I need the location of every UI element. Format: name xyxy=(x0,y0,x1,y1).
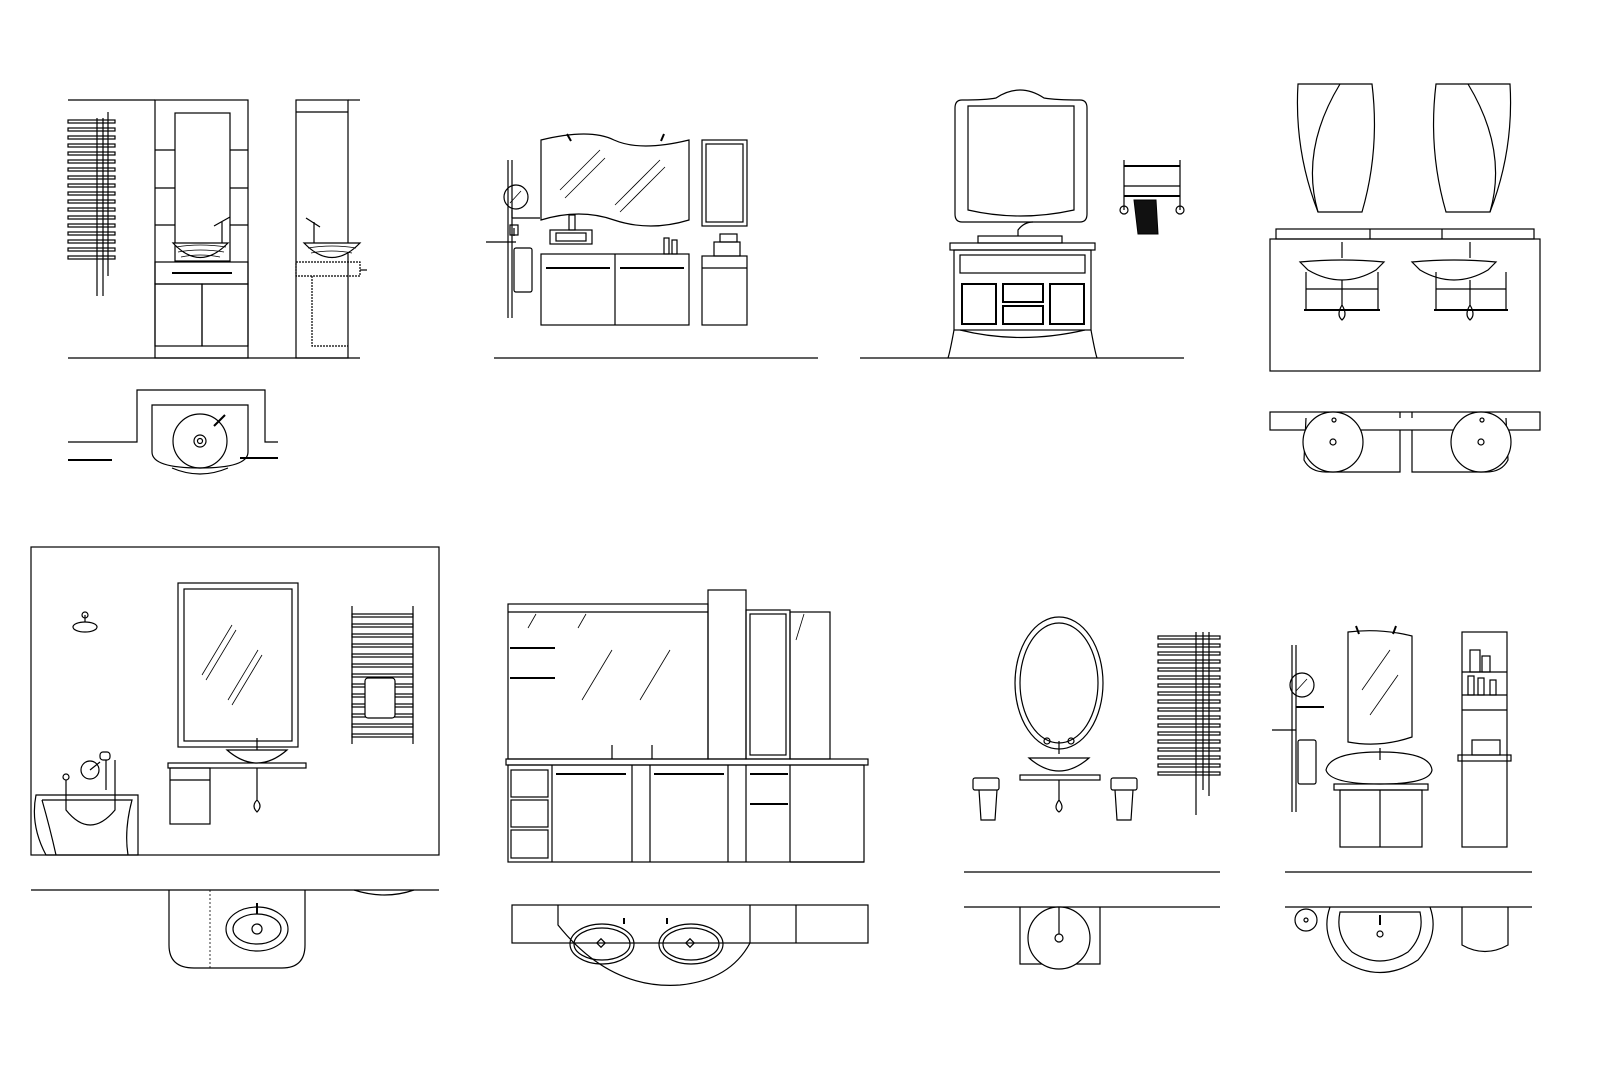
plan-view xyxy=(1269,411,1541,473)
towel-radiator-icon xyxy=(67,112,116,296)
wall-cabinet-icon xyxy=(701,139,748,227)
radiator-rung xyxy=(67,143,116,148)
radiator-rung xyxy=(351,643,414,648)
radiator-rung xyxy=(67,207,116,212)
radiator-rung xyxy=(67,215,116,220)
plan-view xyxy=(1294,906,1509,974)
radiator-rung xyxy=(67,255,116,260)
vessel-sink-icon xyxy=(1019,737,1101,813)
wave-mirror-icon xyxy=(1347,625,1413,745)
towel-icon xyxy=(509,224,533,293)
radiator-rung xyxy=(351,733,414,738)
wave-mirror-icon xyxy=(540,133,690,227)
oval-mirror-icon xyxy=(1014,616,1104,750)
towel-holder-icon xyxy=(972,777,1138,821)
radiator-rung xyxy=(1157,643,1221,648)
radiator-rung xyxy=(1157,635,1221,640)
oval-mirror-icon xyxy=(1296,83,1512,213)
radiator-rung xyxy=(1157,731,1221,736)
radiator-rung xyxy=(67,127,116,132)
radiator-rung xyxy=(351,633,414,638)
radiator-rung xyxy=(351,663,414,668)
radiator-rung xyxy=(1157,739,1221,744)
radiator-rung xyxy=(67,119,116,124)
radiator-rung xyxy=(1157,667,1221,672)
radiator-rung xyxy=(1157,675,1221,680)
radiator-rung xyxy=(67,167,116,172)
radiator-rung xyxy=(1157,659,1221,664)
radiator-rung xyxy=(67,151,116,156)
radiator-rung xyxy=(1157,723,1221,728)
towel-radiator-icon xyxy=(351,606,414,744)
classic-vanity-icon xyxy=(947,221,1098,359)
radiator-rung xyxy=(67,183,116,188)
panel-6 xyxy=(505,589,869,986)
vanity-column-icon xyxy=(154,99,249,359)
radiator-rung xyxy=(1157,699,1221,704)
panel-2 xyxy=(486,133,818,359)
radiator-rung xyxy=(351,623,414,628)
radiator-rung xyxy=(1157,715,1221,720)
plan-view xyxy=(68,389,278,475)
radiator-rung xyxy=(67,223,116,228)
rectangular-mirror-icon xyxy=(177,582,299,748)
radiator-rung xyxy=(1157,763,1221,768)
radiator-rung xyxy=(67,239,116,244)
radiator-rung xyxy=(1157,747,1221,752)
radiator-rung xyxy=(1157,691,1221,696)
panel-3 xyxy=(860,89,1185,359)
round-mirror-icon xyxy=(503,184,529,218)
plan-view xyxy=(168,889,415,969)
tall-cabinet-icon xyxy=(707,589,864,863)
radiator-rung xyxy=(1157,755,1221,760)
panel-8 xyxy=(1272,625,1532,974)
panel-1 xyxy=(67,99,367,475)
towel-rack-icon xyxy=(1119,160,1185,235)
radiator-rung xyxy=(67,159,116,164)
panel-5 xyxy=(30,546,440,969)
plan-view xyxy=(1019,906,1101,970)
radiator-rung xyxy=(1157,771,1221,776)
radiator-rung xyxy=(67,191,116,196)
side-elevation xyxy=(295,99,367,359)
radiator-rung xyxy=(67,199,116,204)
radiator-rung xyxy=(351,673,414,678)
radiator-rung xyxy=(67,135,116,140)
radiator-rung xyxy=(1157,651,1221,656)
panel-4 xyxy=(1269,83,1541,473)
radiator-rung xyxy=(1157,707,1221,712)
ornate-mirror-icon xyxy=(954,89,1088,223)
vessel-sink-icon xyxy=(171,216,231,258)
radiator-rung xyxy=(1157,683,1221,688)
radiator-rung xyxy=(67,231,116,236)
panel-7 xyxy=(964,616,1221,970)
shelf-unit-icon xyxy=(1457,631,1512,848)
radiator-rung xyxy=(351,723,414,728)
double-vanity-icon xyxy=(1269,228,1541,372)
towel-radiator-icon xyxy=(1157,632,1221,815)
double-sink-plan-icon xyxy=(511,904,869,986)
pedestal-sink-icon xyxy=(1325,748,1433,848)
radiator-rung xyxy=(67,175,116,180)
long-vanity-icon xyxy=(505,603,869,863)
radiator-rung xyxy=(351,653,414,658)
radiator-rung xyxy=(351,613,414,618)
shower-head-icon xyxy=(72,611,98,633)
bathtub-icon xyxy=(33,751,139,856)
radiator-rung xyxy=(67,247,116,252)
